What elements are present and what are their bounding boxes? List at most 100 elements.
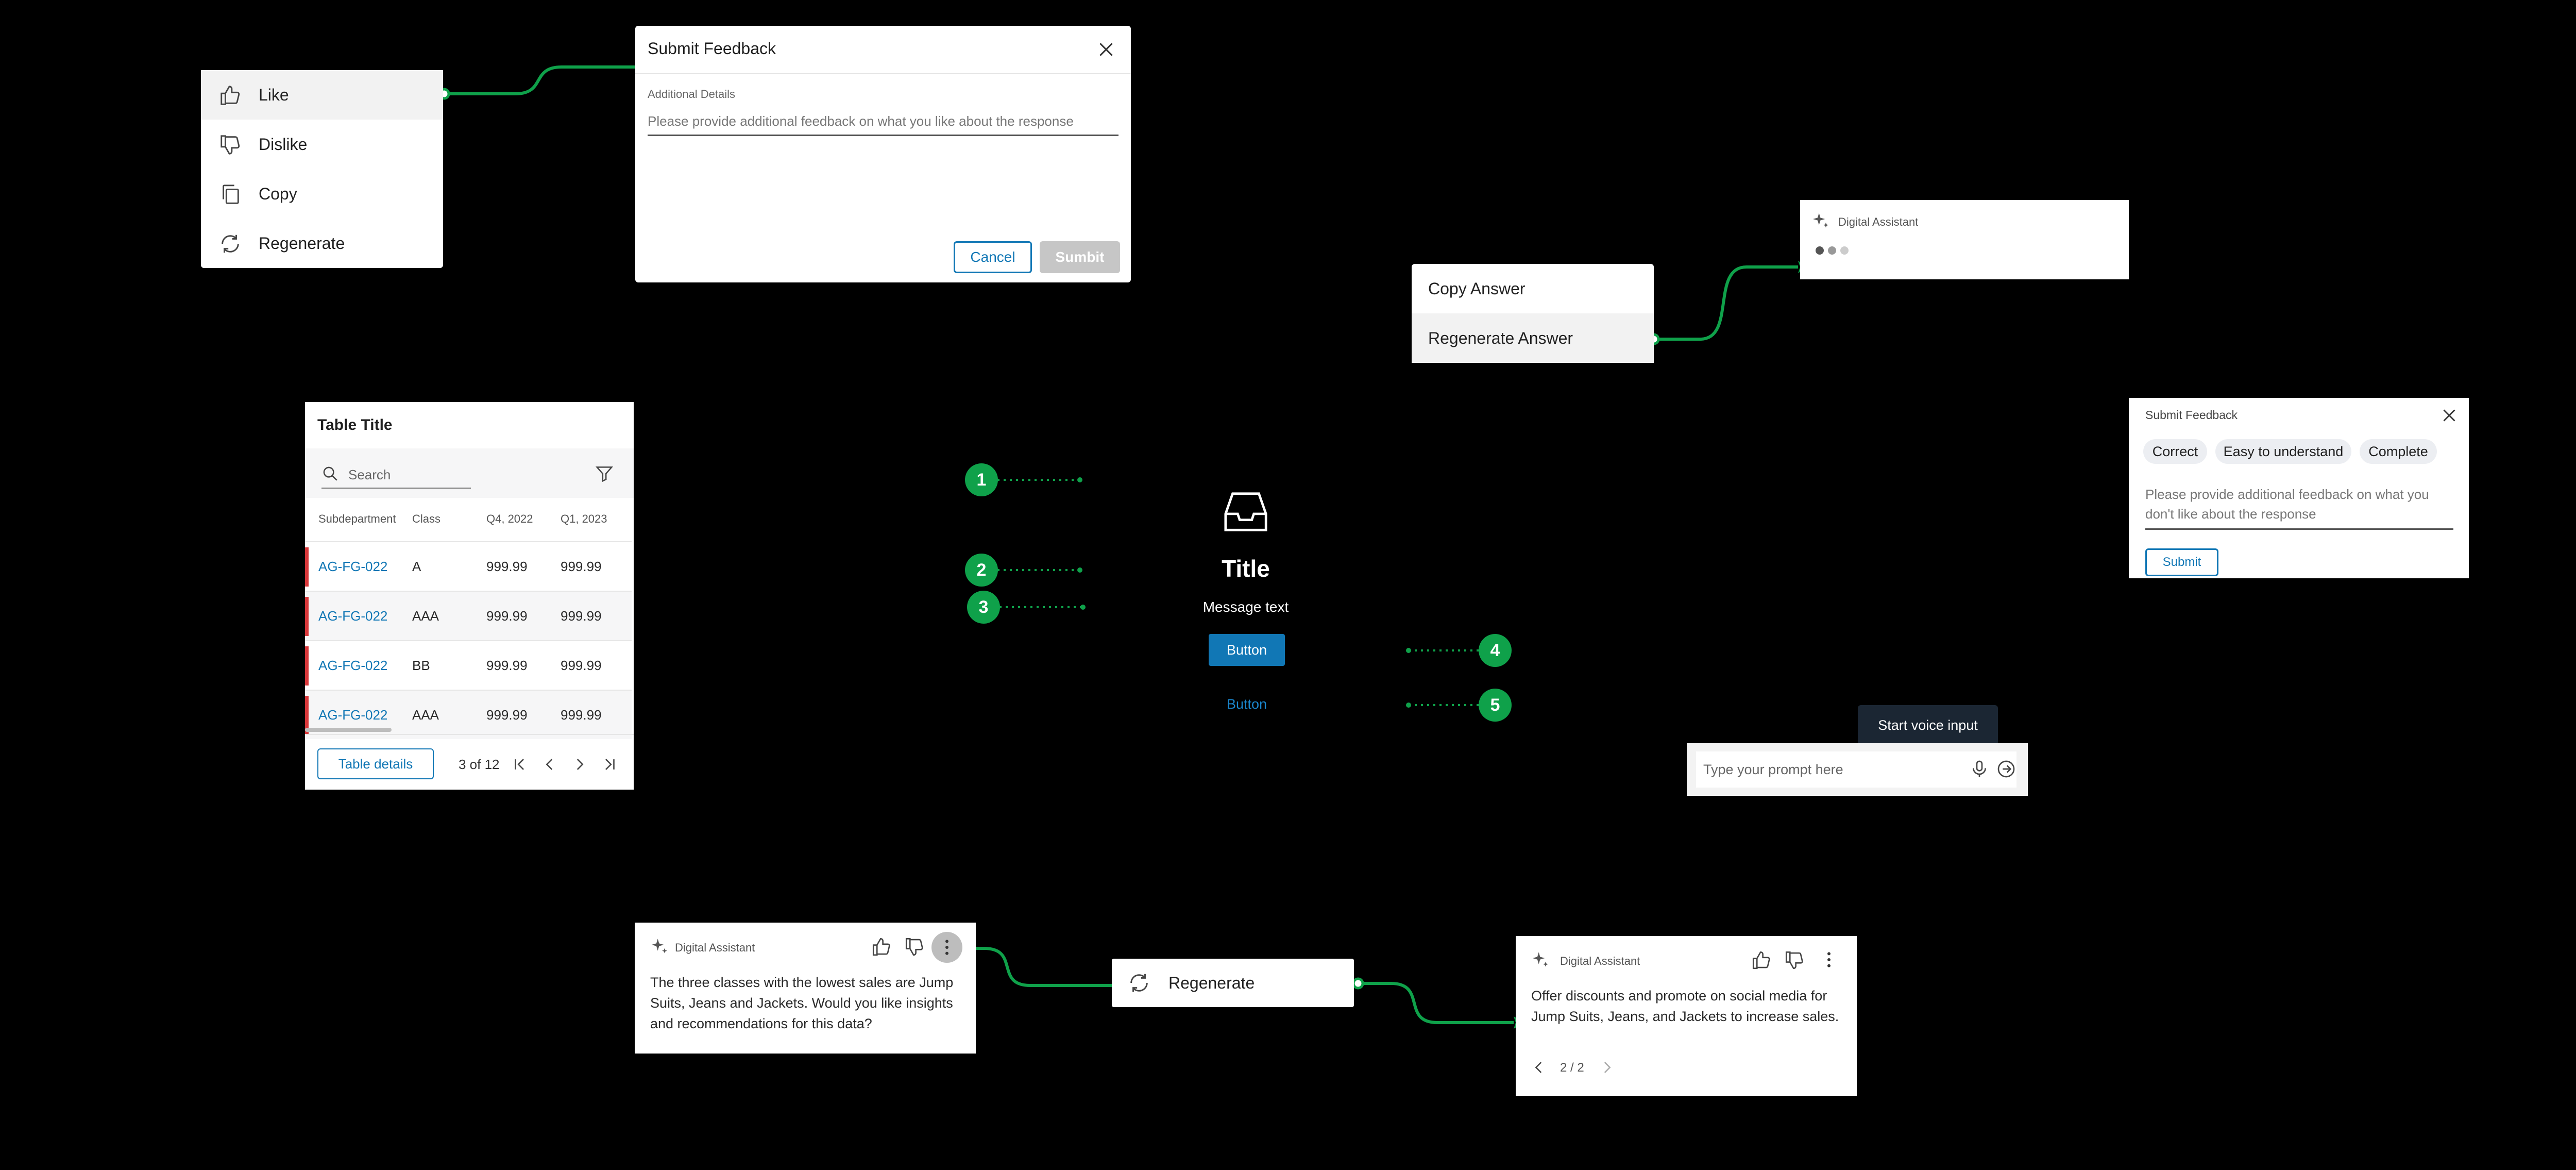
submit-button[interactable]: Sumbit bbox=[1040, 241, 1120, 273]
refresh-icon bbox=[222, 235, 239, 253]
table-row[interactable]: AG-FG-022 AAA 999.99 999.99 bbox=[305, 591, 632, 640]
search-input[interactable]: Search bbox=[321, 459, 471, 489]
marker-2: 2 bbox=[965, 554, 998, 587]
menu-item-label: Dislike bbox=[259, 135, 308, 154]
subdepartment-link[interactable]: AG-FG-022 bbox=[318, 608, 388, 624]
assistant-name: Digital Assistant bbox=[1838, 215, 1919, 228]
marker-4: 4 bbox=[1479, 634, 1512, 667]
result-text: Offer discounts and promote on social me… bbox=[1531, 988, 1839, 1024]
sparkle-icon bbox=[652, 939, 667, 954]
subdepartment-link[interactable]: AG-FG-022 bbox=[318, 707, 388, 723]
row-flag bbox=[305, 597, 309, 636]
class-cell: A bbox=[412, 559, 421, 574]
filter-icon[interactable] bbox=[595, 464, 614, 483]
primary-button[interactable]: Button bbox=[1209, 634, 1285, 666]
typing-dot bbox=[1816, 246, 1824, 255]
subdepartment-link[interactable]: AG-FG-022 bbox=[318, 559, 388, 574]
typing-dot bbox=[1828, 246, 1836, 255]
connector-regenerate-to-result bbox=[1358, 982, 1514, 1024]
prompt-placeholder: Type your prompt here bbox=[1703, 762, 1843, 777]
q1-cell: 999.99 bbox=[561, 608, 602, 624]
empty-state-message: Message text bbox=[1202, 599, 1289, 615]
class-cell: BB bbox=[412, 658, 430, 673]
column-header-q4-2022[interactable]: Q4, 2022 bbox=[486, 512, 533, 525]
tooltip-text: Start voice input bbox=[1878, 717, 1978, 733]
menu-item-label: Copy Answer bbox=[1428, 279, 1526, 298]
menu-item-regenerate[interactable]: Regenerate bbox=[201, 219, 443, 268]
last-page-icon[interactable] bbox=[601, 756, 618, 773]
search-placeholder: Search bbox=[348, 467, 391, 482]
panel-title: Submit Feedback bbox=[2145, 408, 2238, 422]
menu-item-like[interactable]: Like bbox=[201, 70, 443, 120]
cancel-button[interactable]: Cancel bbox=[954, 241, 1032, 273]
close-icon[interactable] bbox=[1096, 39, 1116, 60]
chip-complete[interactable]: Complete bbox=[2360, 439, 2437, 464]
assistant-name: Digital Assistant bbox=[1560, 955, 1640, 967]
submit-button[interactable]: Submit bbox=[2145, 548, 2218, 576]
feedback-placeholder: Please provide additional feedback on wh… bbox=[2145, 487, 2429, 522]
details-placeholder: Please provide additional feedback on wh… bbox=[648, 113, 1074, 129]
table-details-button[interactable]: Table details bbox=[317, 748, 434, 779]
marker-5: 5 bbox=[1479, 689, 1512, 722]
microphone-icon[interactable] bbox=[1969, 759, 1990, 779]
thumb-down-icon[interactable] bbox=[1784, 949, 1805, 971]
row-flag bbox=[305, 696, 309, 735]
thumb-up-icon[interactable] bbox=[1751, 949, 1772, 971]
menu-item-copy-answer[interactable]: Copy Answer bbox=[1412, 264, 1654, 313]
assistant-loading-card: Digital Assistant bbox=[1800, 200, 2129, 279]
table-row[interactable]: AG-FG-022 BB 999.99 999.99 bbox=[305, 640, 632, 690]
next-response-icon[interactable] bbox=[1598, 1059, 1616, 1076]
search-icon bbox=[323, 466, 337, 481]
q4-cell: 999.99 bbox=[486, 707, 528, 723]
class-cell: AAA bbox=[412, 707, 439, 723]
thumb-down-icon[interactable] bbox=[904, 936, 925, 958]
q4-cell: 999.99 bbox=[486, 559, 528, 574]
column-header-q1-2023[interactable]: Q1, 2023 bbox=[561, 512, 607, 525]
table-row[interactable]: AG-FG-022 A 999.99 999.99 bbox=[305, 541, 632, 591]
q1-cell: 999.99 bbox=[561, 658, 602, 673]
more-options-button[interactable] bbox=[931, 932, 962, 963]
table-toolbar bbox=[305, 448, 634, 498]
thumb-up-icon[interactable] bbox=[871, 936, 892, 958]
q4-cell: 999.99 bbox=[486, 658, 528, 673]
menu-item-label: Regenerate bbox=[1168, 973, 1255, 992]
menu-item-regenerate[interactable]: Regenerate bbox=[1112, 959, 1354, 1007]
send-icon[interactable] bbox=[1996, 759, 2016, 779]
regenerate-menu: Regenerate bbox=[1112, 959, 1354, 1007]
horizontal-scrollbar[interactable] bbox=[305, 728, 392, 732]
empty-state-title: Title bbox=[1222, 555, 1270, 582]
chip-correct[interactable]: Correct bbox=[2143, 439, 2207, 464]
marker-1: 1 bbox=[965, 463, 998, 496]
subdepartment-link[interactable]: AG-FG-022 bbox=[318, 658, 388, 673]
details-textarea[interactable]: Please provide additional feedback on wh… bbox=[648, 113, 1118, 136]
copy-icon bbox=[223, 185, 239, 204]
chip-easy-to-understand[interactable]: Easy to understand bbox=[2215, 439, 2351, 464]
column-header-class[interactable]: Class bbox=[412, 512, 441, 525]
column-header-subdepartment[interactable]: Subdepartment bbox=[318, 512, 396, 525]
menu-item-regenerate-answer[interactable]: Regenerate Answer bbox=[1412, 313, 1654, 363]
previous-page-icon[interactable] bbox=[541, 756, 558, 773]
assistant-result-card: Digital Assistant Offer discounts and pr… bbox=[1516, 936, 1857, 1096]
menu-item-dislike[interactable]: Dislike bbox=[201, 120, 443, 169]
pagination-label: 3 of 12 bbox=[459, 757, 500, 772]
connector-like-to-dialog bbox=[444, 65, 635, 95]
close-icon[interactable] bbox=[2440, 406, 2459, 425]
feedback-chips-panel: Submit Feedback Correct Easy to understa… bbox=[2129, 398, 2469, 578]
feedback-textarea[interactable]: Please provide additional feedback on wh… bbox=[2145, 484, 2453, 530]
first-page-icon[interactable] bbox=[511, 756, 529, 773]
q1-cell: 999.99 bbox=[561, 559, 602, 574]
thumb-down-icon bbox=[221, 135, 240, 155]
answer-menu: Copy Answer Regenerate Answer bbox=[1412, 264, 1654, 363]
next-page-icon[interactable] bbox=[571, 756, 588, 773]
voice-input-tooltip: Start voice input bbox=[1858, 705, 1998, 745]
class-cell: AAA bbox=[412, 608, 439, 624]
row-flag bbox=[305, 646, 309, 686]
more-vertical-icon bbox=[945, 940, 948, 955]
previous-response-icon[interactable] bbox=[1530, 1059, 1548, 1076]
link-button[interactable]: Button bbox=[1226, 696, 1267, 712]
more-vertical-icon[interactable] bbox=[1819, 949, 1839, 970]
prompt-input[interactable]: Type your prompt here bbox=[1696, 751, 2016, 788]
field-label: Additional Details bbox=[648, 88, 735, 101]
menu-item-copy[interactable]: Copy bbox=[201, 169, 443, 219]
inbox-icon bbox=[1224, 492, 1267, 531]
